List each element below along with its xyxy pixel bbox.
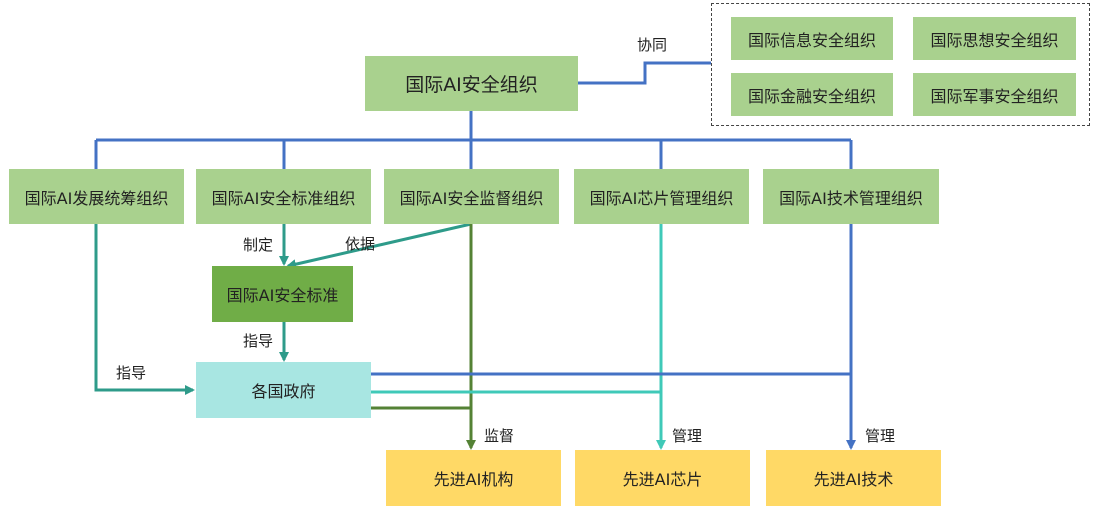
sub-org-development: 国际AI发展统筹组织 xyxy=(9,169,184,224)
sub-org-standards: 国际AI安全标准组织 xyxy=(196,169,371,224)
partner-node-ideology: 国际思想安全组织 xyxy=(913,17,1076,60)
root-node: 国际AI安全组织 xyxy=(365,56,578,111)
standard-node: 国际AI安全标准 xyxy=(212,266,353,322)
target-ai-chips: 先进AI芯片 xyxy=(575,450,750,506)
edge-label-manage-chip: 管理 xyxy=(672,427,703,445)
edge-root-to-partners xyxy=(578,61,711,85)
sub-org-chip: 国际AI芯片管理组织 xyxy=(574,169,749,224)
edge-label-guide-development: 指导 xyxy=(116,364,147,382)
partner-node-military: 国际军事安全组织 xyxy=(913,73,1076,116)
edge-label-guide-standard: 指导 xyxy=(243,332,274,350)
edge-guide-1 xyxy=(94,224,195,395)
edge-label-supervise: 监督 xyxy=(484,427,515,445)
sub-org-tech: 国际AI技术管理组织 xyxy=(763,169,939,224)
edge-label-manage-tech: 管理 xyxy=(865,427,896,445)
government-node: 各国政府 xyxy=(196,362,371,418)
target-ai-tech: 先进AI技术 xyxy=(766,450,941,506)
edge-basis xyxy=(286,222,472,270)
target-ai-institutions: 先进AI机构 xyxy=(386,450,561,506)
sub-org-supervision: 国际AI安全监督组织 xyxy=(384,169,559,224)
edge-label-collaborate: 协同 xyxy=(637,36,668,54)
partner-node-finance: 国际金融安全组织 xyxy=(731,73,893,116)
partner-node-info: 国际信息安全组织 xyxy=(731,17,893,60)
partner-group xyxy=(711,3,1090,126)
edge-label-formulate: 制定 xyxy=(243,236,274,254)
edge-label-basis: 依据 xyxy=(345,235,376,253)
